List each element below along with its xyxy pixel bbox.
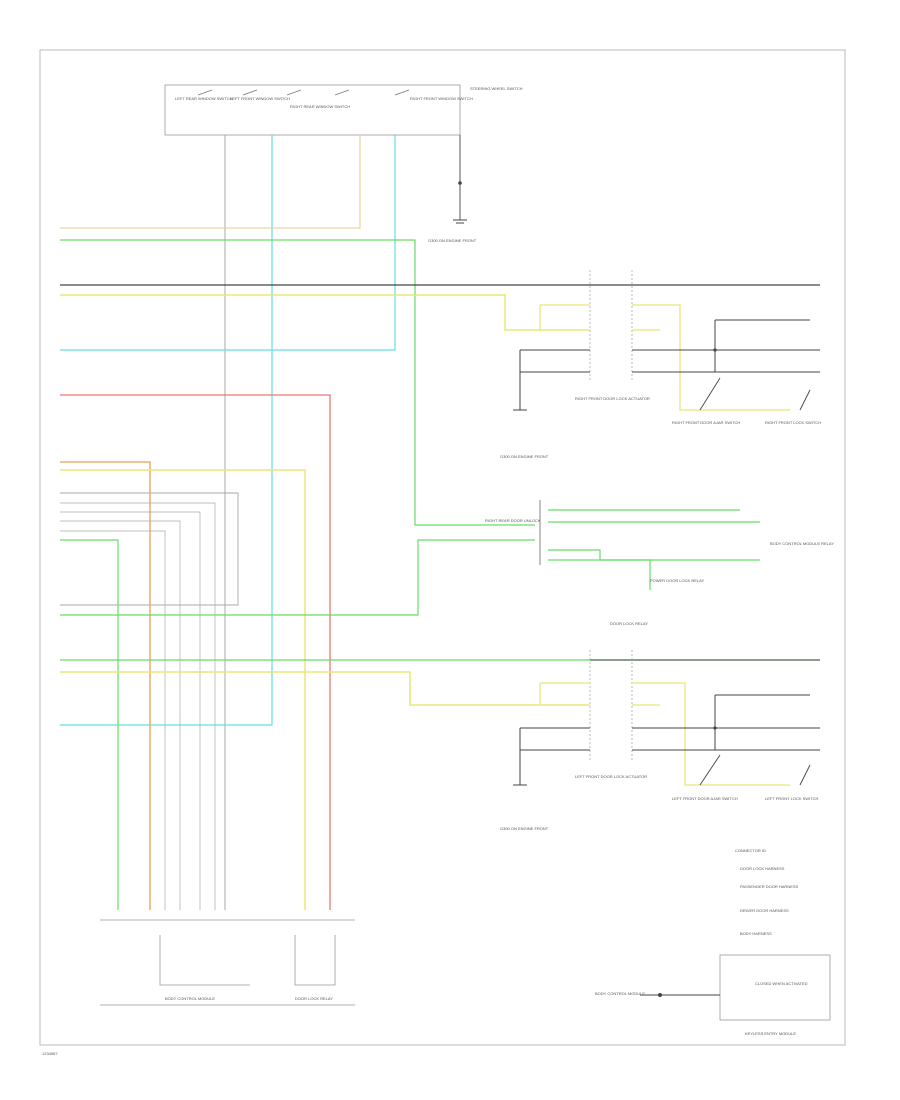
splice-top [458,181,462,185]
switch-contact-4 [334,89,350,96]
wire-yel-upper [60,294,590,331]
rear-unlock-label: RIGHT REAR DOOR UNLOCK [485,518,541,523]
top-ground: G300 ON ENGINE FRONT [428,135,477,243]
legend-item-3: DRIVER DOOR HARNESS [740,908,789,913]
wire-gray-2 [60,511,201,910]
wire-gray-3 [60,520,181,910]
lf-door-lock-label: LEFT FRONT DOOR LOCK ACTUATOR [575,774,647,779]
wire-gray-1 [60,502,216,910]
wire-tan-top [60,135,361,229]
right-front-door-group: RIGHT FRONT DOOR LOCK ACTUATOR RIGHT FRO… [500,270,821,459]
module-mid-desc: POWER DOOR LOCK RELAY [650,578,704,583]
splice-keyless [658,993,662,997]
wire-gray-loop [60,492,239,606]
left-front-door-group: LEFT FRONT DOOR LOCK ACTUATOR LEFT FRONT… [500,650,820,831]
legend-title: CONNECTOR ID [735,848,766,853]
legend-item-2: PASSENGER DOOR HARNESS [740,884,798,889]
wire-brn [60,461,151,910]
lock-switch-lf [799,764,811,786]
bottom-modules: BODY CONTROL MODULE DOOR LOCK RELAY [100,919,355,1006]
wire-relay-grn-3 [548,549,760,561]
module-left-outline [159,935,250,986]
diagram-frame [39,49,846,1046]
lock-switch-rf [799,389,811,411]
switch-contact-5 [394,89,410,96]
ajar-switch-rf [699,377,721,411]
splice-rf [713,348,717,352]
wire-yel-mid [60,469,306,910]
steering-wheel-switch: LEFT REAR WINDOW SWITCH LEFT FRONT WINDO… [164,84,523,136]
corner-code: 1234567 [42,1051,58,1056]
wire-rf-yel-3 [632,304,790,411]
door-lock-relay-group: RIGHT REAR DOOR UNLOCK BODY CONTROL MODU… [485,500,834,626]
switch-label-3: RIGHT REAR WINDOW SWITCH [290,104,350,109]
keyless-source: BODY CONTROL MODULE [595,991,645,996]
module-right-outline [294,935,336,986]
splice-lf [713,726,717,730]
keyless-box-label: CLOSED WHEN ACTIVATED [755,981,808,986]
module-mid-label: DOOR LOCK RELAY [610,621,648,626]
keyless-caption: KEYLESS ENTRY MODULE [745,1031,796,1036]
legend-item-4: BODY HARNESS [740,931,772,936]
rf-door-lock-label: RIGHT FRONT DOOR LOCK ACTUATOR [575,396,650,401]
switch-label-2: LEFT FRONT WINDOW SWITCH [230,96,290,101]
module-left-label: BODY CONTROL MODULE [165,996,215,1001]
connector-legend: CONNECTOR ID DOOR LOCK HARNESS PASSENGER… [735,848,798,936]
lf-ajar-label: LEFT FRONT DOOR AJAR SWITCH [672,796,738,801]
wire-dkgrn-left [60,539,119,910]
ground-top-label: G300 ON ENGINE FRONT [428,238,477,243]
ajar-switch-lf [699,754,721,786]
wire-yel-lower [60,671,590,706]
rear-module-label: BODY CONTROL MODULE RELAY [770,541,834,546]
switch-contact-1 [197,89,213,96]
ground-lf-label: G300 ON ENGINE FRONT [500,826,549,831]
wire-lf-yel-3 [632,682,790,786]
wire-ltgrn-top [60,239,535,526]
keyless-entry-group: CLOSED WHEN ACTIVATED KEYLESS ENTRY MODU… [595,954,831,1036]
rf-lock-switch-label: RIGHT FRONT LOCK SWITCH [765,420,821,425]
wire-ltgrn-lower [60,539,535,616]
wire-red [60,394,331,910]
switch-box [164,84,461,136]
switch-box-title: STEERING WHEEL SWITCH [470,86,523,91]
module-right-label: DOOR LOCK RELAY [295,996,333,1001]
switch-contact-2 [242,89,258,96]
switch-contact-3 [286,89,302,96]
rf-ajar-label: RIGHT FRONT DOOR AJAR SWITCH [672,420,740,425]
wire-relay-grn-4 [548,559,651,590]
wire-ltblu [60,135,396,351]
switch-label-1: LEFT REAR WINDOW SWITCH [175,96,233,101]
lf-lock-switch-label: LEFT FRONT LOCK SWITCH [765,796,819,801]
wire-ltblu-blk [60,135,273,726]
legend-item-1: DOOR LOCK HARNESS [740,866,785,871]
ground-rf-label: G300 ON ENGINE FRONT [500,454,549,459]
wire-gray-4 [60,530,166,910]
keyless-box [719,954,831,1021]
switch-label-4: RIGHT FRONT WINDOW SWITCH [410,96,473,101]
